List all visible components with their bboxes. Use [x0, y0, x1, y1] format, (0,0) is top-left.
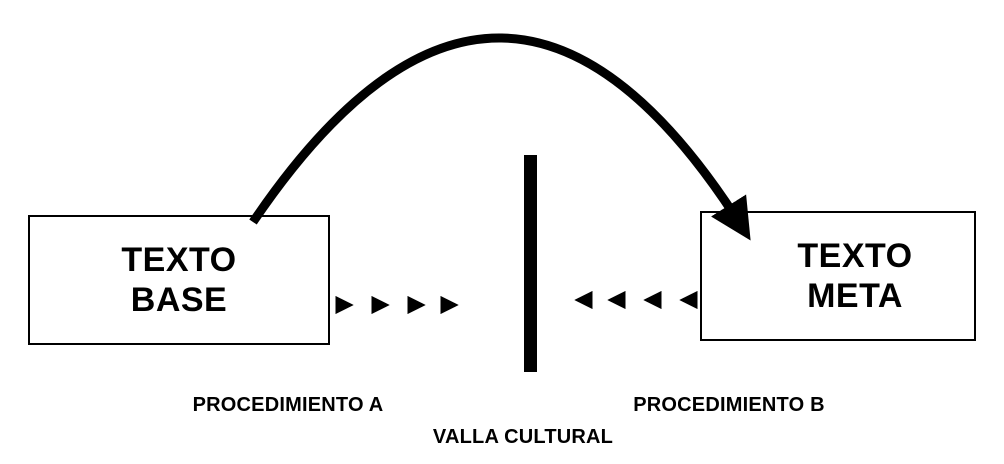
texto-base-line1: TEXTO	[121, 240, 237, 279]
procedure-a-label: PROCEDIMIENTO A	[192, 394, 384, 416]
texto-meta-line2: META	[807, 277, 903, 315]
texto-meta-box: TEXTO META	[700, 211, 976, 341]
texto-base-line2: BASE	[130, 281, 228, 319]
texto-base-box: TEXTO BASE	[28, 215, 330, 345]
cultural-barrier-label: VALLA CULTURAL	[432, 426, 614, 448]
texto-meta-line1: TEXTO	[797, 236, 913, 275]
curved-arrow	[249, 33, 751, 241]
cultural-barrier-bar	[524, 155, 537, 372]
procedure-b-label: PROCEDIMIENTO B	[633, 394, 825, 416]
